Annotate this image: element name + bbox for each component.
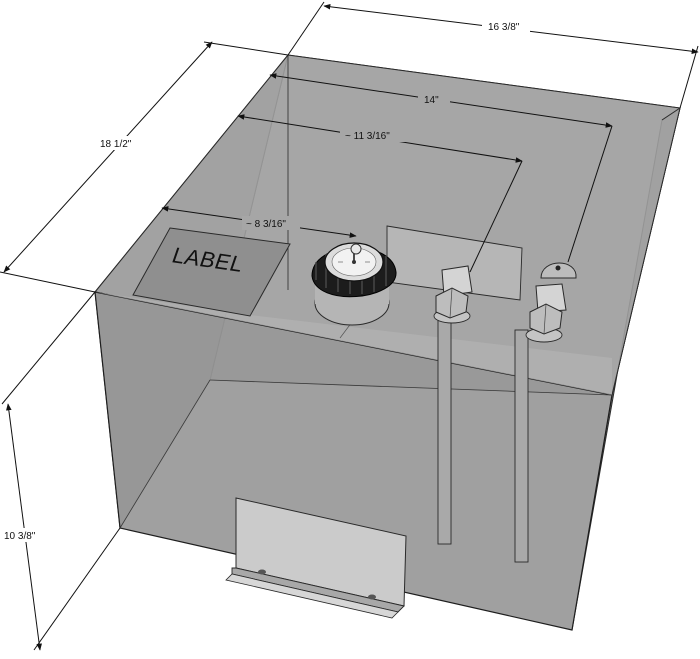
dim-cap-offset: ~ 8 3/16"	[246, 219, 286, 230]
dim-height: 10 3/8"	[4, 531, 36, 542]
tank-top-band	[95, 292, 612, 395]
vent-cap-icon	[540, 262, 577, 279]
dimension-labels: 16 3/8" 14" ~ 11 3/16" ~ 8 3/16" 18 1/2"…	[2, 19, 530, 542]
dim-inner-width: 14"	[424, 95, 439, 106]
pickup-fitting-left	[433, 265, 473, 545]
filler-cap	[311, 242, 397, 326]
bracket-bolt-hole-right	[368, 594, 376, 600]
dim-depth: 18 1/2"	[100, 139, 132, 150]
pickup-tube-right	[514, 329, 529, 563]
dim-overall-width: 16 3/8"	[488, 22, 520, 33]
pickup-tube-left	[437, 315, 452, 545]
dim-fitting-offset: ~ 11 3/16"	[345, 131, 390, 142]
mounting-bracket	[225, 497, 407, 619]
fuel-gauge-dial-icon	[338, 243, 370, 264]
bracket-bolt-hole-left	[258, 569, 266, 575]
vent-fitting-right	[514, 262, 577, 563]
